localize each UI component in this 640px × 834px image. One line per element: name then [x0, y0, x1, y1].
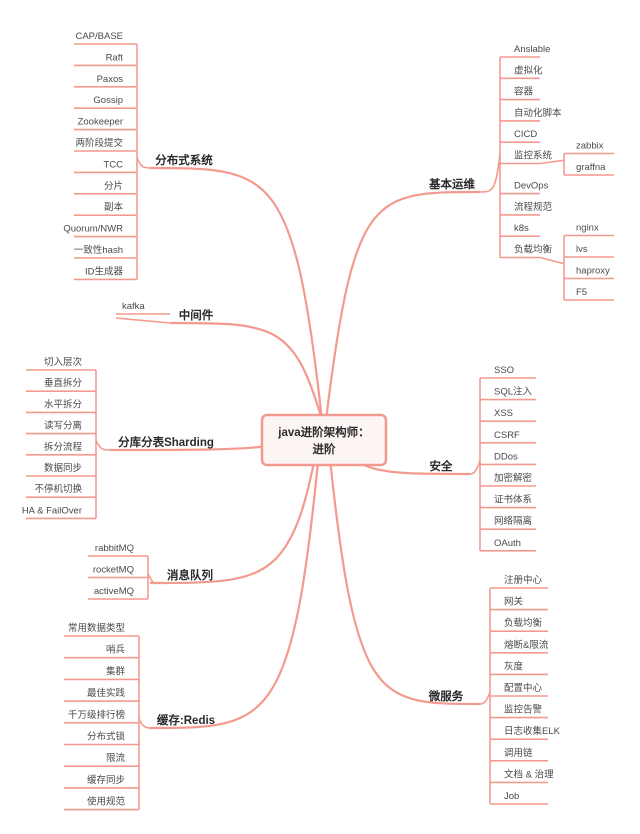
- leaf-left-4-8[interactable]: 使用规范: [87, 796, 126, 808]
- leaf-right-1-7[interactable]: 网络隔离: [494, 515, 532, 527]
- bar-join-right-0: [479, 153, 501, 193]
- branch-middleware[interactable]: 中间件: [179, 308, 214, 322]
- leaf-left-0-11[interactable]: ID生成器: [85, 265, 124, 277]
- bar-join-right-2: [479, 691, 491, 705]
- connector-left-1: [169, 321, 324, 421]
- leaf-left-0-4[interactable]: Zookeeper: [78, 117, 123, 128]
- leaf-right-2-6[interactable]: 监控告警: [504, 704, 543, 716]
- leaf-left-2-4[interactable]: 拆分流程: [44, 441, 83, 453]
- root-title-line-1: java进阶架构师：: [277, 425, 369, 439]
- leaf-right-0-9-3[interactable]: F5: [576, 287, 587, 298]
- leaf-right-1-2[interactable]: XSS: [494, 408, 513, 419]
- leaf-right-2-2[interactable]: 负载均衡: [504, 617, 543, 629]
- connector-left-0: [149, 166, 324, 421]
- leaf-right-0-5-1[interactable]: graffna: [576, 162, 606, 173]
- leaf-left-0-10[interactable]: 一致性hash: [74, 244, 123, 256]
- leaf-left-2-1[interactable]: 垂直拆分: [44, 377, 83, 389]
- sub-join-right-0-5: [539, 159, 565, 165]
- leaf-left-0-0[interactable]: CAP/BASE: [75, 31, 123, 42]
- leaf-left-2-6[interactable]: 不停机切换: [34, 483, 82, 495]
- leaf-right-0-1[interactable]: 虚拟化: [514, 64, 543, 76]
- sub-join-right-0-9: [539, 256, 565, 265]
- leaf-left-4-6[interactable]: 限流: [106, 752, 126, 764]
- leaf-left-4-5[interactable]: 分布式锁: [87, 731, 126, 743]
- leaf-right-2-8[interactable]: 调用链: [504, 747, 533, 759]
- leaf-right-0-4[interactable]: CICD: [514, 129, 537, 140]
- leaf-right-1-4[interactable]: DDos: [494, 451, 518, 462]
- leaf-left-3-0[interactable]: rabbitMQ: [95, 543, 134, 554]
- leaf-right-1-1[interactable]: SQL注入: [494, 386, 533, 398]
- leaf-left-4-7[interactable]: 缓存同步: [87, 774, 125, 786]
- bar-join-left-3: [147, 573, 154, 584]
- leaf-left-0-8[interactable]: 副本: [104, 201, 124, 213]
- leaf-left-4-2[interactable]: 集群: [106, 665, 126, 677]
- leaf-left-0-1[interactable]: Raft: [106, 52, 124, 63]
- leaf-left-4-4[interactable]: 千万级排行榜: [68, 709, 125, 721]
- leaf-right-0-3[interactable]: 自动化脚本: [514, 107, 562, 119]
- leaf-left-2-5[interactable]: 数据同步: [44, 462, 82, 474]
- leaf-right-0-9[interactable]: 负载均衡: [514, 244, 553, 256]
- leaf-left-2-2[interactable]: 水平拆分: [44, 398, 83, 410]
- branch-distributed-systems[interactable]: 分布式系统: [155, 153, 213, 167]
- leaf-right-0-9-1[interactable]: lvs: [576, 244, 588, 255]
- leaf-left-0-6[interactable]: TCC: [103, 159, 123, 170]
- bar-join-left-2: [95, 439, 111, 451]
- leaf-right-1-0[interactable]: SSO: [494, 365, 514, 376]
- leaf-left-2-3[interactable]: 读写分离: [44, 420, 82, 432]
- connector-left-3: [149, 419, 324, 585]
- branch-message-queue[interactable]: 消息队列: [167, 568, 213, 582]
- leaf-right-2-5[interactable]: 配置中心: [504, 682, 543, 694]
- leaf-left-4-3[interactable]: 最佳实践: [87, 687, 126, 699]
- leaf-right-2-4[interactable]: 灰度: [504, 660, 524, 672]
- leaf-right-1-5[interactable]: 加密解密: [494, 472, 533, 484]
- branch-basic-ops[interactable]: 基本运维: [428, 177, 475, 191]
- bar-join-left-0: [136, 157, 151, 169]
- leaf-right-1-6[interactable]: 证书体系: [494, 494, 532, 506]
- connector-left-4: [149, 419, 324, 730]
- leaf-right-2-10[interactable]: Job: [504, 791, 519, 802]
- leaf-left-3-1[interactable]: rocketMQ: [93, 565, 134, 576]
- leaf-connector-left-1-0: [115, 317, 171, 324]
- leaf-left-4-0[interactable]: 常用数据类型: [68, 622, 126, 634]
- leaf-right-1-3[interactable]: CSRF: [494, 430, 520, 441]
- leaf-right-0-9-2[interactable]: haproxy: [576, 266, 610, 277]
- leaf-left-0-3[interactable]: Gossip: [93, 95, 123, 106]
- leaf-left-0-9[interactable]: Quorum/NWR: [63, 224, 123, 235]
- leaf-left-3-2[interactable]: activeMQ: [94, 586, 134, 597]
- leaf-right-2-9[interactable]: 文档 & 治理: [504, 768, 554, 780]
- leaf-right-0-0[interactable]: Anslable: [514, 44, 550, 55]
- branch-redis-cache[interactable]: 缓存:Redis: [157, 713, 215, 727]
- leaf-left-0-5[interactable]: 两阶段提交: [75, 137, 123, 149]
- connector-right-2: [324, 419, 481, 706]
- leaf-right-0-8[interactable]: k8s: [514, 223, 529, 234]
- leaf-right-0-6[interactable]: DevOps: [514, 181, 549, 192]
- leaf-right-0-5[interactable]: 监控系统: [514, 150, 553, 162]
- root-node[interactable]: java进阶架构师： 进阶: [260, 413, 388, 467]
- leaf-right-0-9-0[interactable]: nginx: [576, 223, 599, 234]
- branch-security[interactable]: 安全: [430, 459, 453, 473]
- bar-join-left-4: [138, 718, 151, 729]
- leaf-right-2-1[interactable]: 网关: [504, 596, 524, 608]
- branch-microservices[interactable]: 微服务: [428, 689, 464, 703]
- leaf-left-2-0[interactable]: 切入层次: [44, 356, 83, 368]
- bar-join-right-1: [469, 460, 481, 475]
- leaf-left-0-7[interactable]: 分片: [104, 180, 123, 192]
- root-title-line-2: 进阶: [313, 442, 336, 456]
- leaf-right-0-7[interactable]: 流程规范: [514, 201, 553, 213]
- leaf-left-0-2[interactable]: Paxos: [97, 74, 124, 85]
- connector-right-0: [324, 190, 481, 421]
- leaf-right-2-7[interactable]: 日志收集ELK: [504, 725, 561, 737]
- leaf-left-4-1[interactable]: 哨兵: [106, 644, 126, 656]
- leaf-right-0-5-0[interactable]: zabbix: [576, 141, 604, 152]
- leaf-right-1-8[interactable]: OAuth: [494, 538, 521, 549]
- leaf-right-0-2[interactable]: 容器: [514, 86, 534, 98]
- branch-sharding[interactable]: 分库分表Sharding: [118, 435, 214, 449]
- leaf-right-2-3[interactable]: 熔断&限流: [504, 639, 549, 651]
- leaf-left-2-7[interactable]: HA & FailOver: [22, 505, 82, 516]
- leaf-right-2-0[interactable]: 注册中心: [504, 574, 543, 586]
- leaf-left-1-0[interactable]: kafka: [122, 301, 145, 312]
